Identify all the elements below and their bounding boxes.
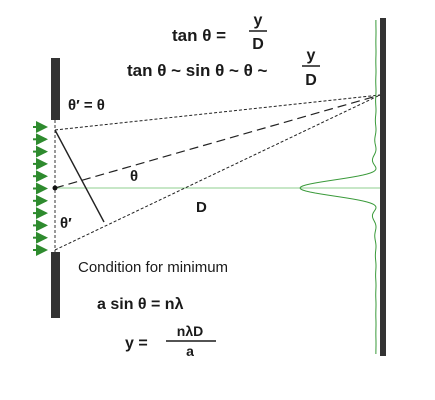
minimum-condition-formula: a sin θ = nλ [97, 296, 184, 313]
eq1-numerator: y [254, 12, 263, 29]
ray-top [54, 94, 381, 131]
y-formula-denominator: a [186, 343, 194, 359]
distance-label: D [196, 199, 207, 216]
incident-wave-arrows [33, 121, 48, 256]
y-formula-numerator: nλD [177, 323, 203, 339]
ray-center [54, 94, 381, 189]
condition-text: Condition for minimum [78, 259, 228, 276]
slit-center-dot [52, 185, 58, 191]
barrier-top [51, 58, 60, 120]
eq2-numerator: y [307, 47, 316, 64]
ray-bottom [54, 94, 381, 251]
theta-prime-equals-theta-label: θ′ = θ [68, 97, 105, 114]
y-formula-lhs: y = [125, 335, 148, 352]
eq1-denominator: D [252, 36, 264, 53]
theta-label: θ [130, 168, 138, 185]
eq2-lhs: tan θ ~ sin θ ~ θ ~ [127, 61, 268, 80]
diffraction-pattern [299, 19, 377, 354]
eq2-denominator: D [305, 72, 317, 89]
theta-prime-label: θ′ [60, 215, 72, 232]
screen [380, 18, 386, 356]
eq1-lhs: tan θ = [172, 26, 226, 45]
barrier-bottom [51, 252, 60, 318]
path-difference-line [54, 129, 105, 223]
